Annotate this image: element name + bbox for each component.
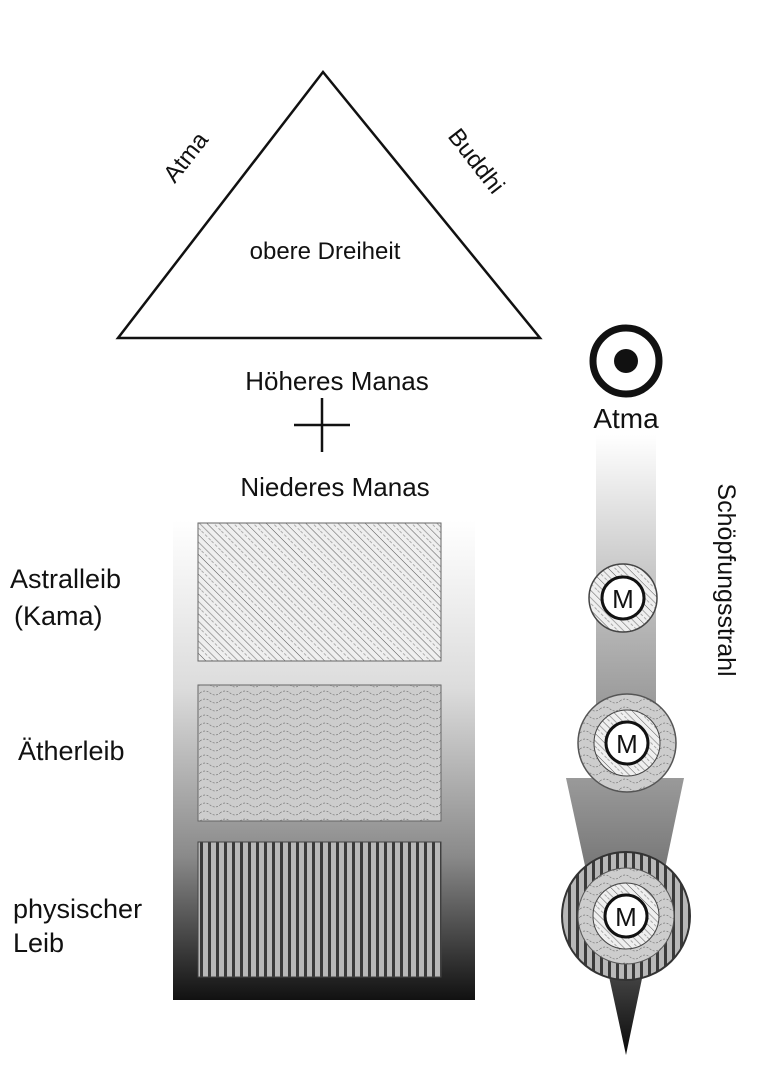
triad-triangle [115, 69, 543, 340]
astral-body-label-line1: Astralleib [10, 564, 121, 594]
ray-node-astral-letter: M [612, 584, 634, 614]
ray-node-etheric-letter: M [616, 729, 638, 759]
plus-sign [294, 398, 350, 452]
lower-manas-label: Niederes Manas [240, 472, 429, 502]
ray-node-physical: M [561, 851, 691, 981]
astral-body-label: Astralleib (Kama) [10, 564, 129, 631]
physical-body-label-line2: Leib [13, 928, 64, 958]
astral-body-label-line2: (Kama) [14, 601, 103, 631]
triad-left-label: Atma [158, 126, 214, 187]
ray-source-symbol [589, 324, 663, 398]
ray-node-astral: M [588, 563, 658, 633]
physical-body-block [197, 841, 442, 978]
astral-body-block [197, 522, 442, 662]
etheric-body-block [197, 684, 442, 822]
ray-node-physical-letter: M [615, 902, 637, 932]
creation-ray: Atma Schöpfungsstrahl M M M [561, 324, 740, 1055]
higher-manas-label: Höheres Manas [245, 366, 429, 396]
etheric-body-label: Ätherleib [18, 736, 125, 766]
ray-top-label: Atma [593, 403, 659, 434]
triad-center-label: obere Dreiheit [250, 238, 401, 265]
ray-node-etheric: M [577, 693, 677, 793]
triad-right-label: Buddhi [442, 124, 509, 200]
physical-body-label: physischer Leib [13, 894, 150, 958]
physical-body-label-line1: physischer [13, 894, 142, 924]
ray-side-label: Schöpfungsstrahl [712, 483, 740, 676]
upper-triad: Atma Buddhi obere Dreiheit [115, 69, 543, 340]
